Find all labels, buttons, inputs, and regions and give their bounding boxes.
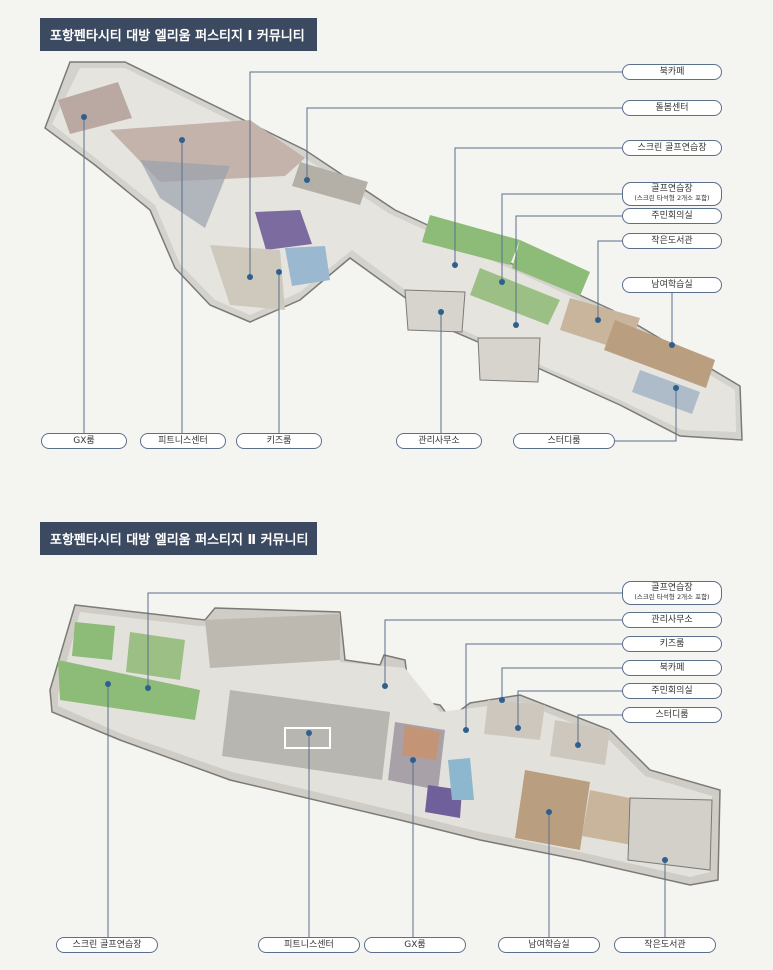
label-1-study-hall: 남여학습실 [622, 277, 722, 293]
location-markers-2 [105, 681, 668, 863]
label-1-fitness-center: 피트니스센터 [140, 433, 226, 449]
label-2-kids-room: 키즈룸 [622, 636, 722, 652]
label-1-residents-meeting: 주민회의실 [622, 208, 722, 224]
community-2-title: 포항펜타시티 대방 엘리움 퍼스티지 Ⅱ 커뮤니티 [40, 522, 317, 555]
location-markers-1 [81, 114, 679, 391]
label-1-golf-practice-title: 골프연습장 [651, 184, 693, 194]
label-2-screen-golf: 스크린 골프연습장 [56, 937, 158, 953]
community-1-title: 포항펜타시티 대방 엘리움 퍼스티지 Ⅰ 커뮤니티 [40, 18, 317, 51]
label-1-golf-practice: 골프연습장 (스크린 타석형 2개소 포함) [622, 182, 722, 206]
floorplan-1-building [44, 61, 743, 441]
label-1-golf-practice-note: (스크린 타석형 2개소 포함) [634, 194, 710, 202]
leader-lines-1 [83, 71, 677, 442]
label-1-kids-room: 키즈룸 [236, 433, 322, 449]
label-2-gx-room: GX룸 [364, 937, 466, 953]
label-1-study-room: 스터디룸 [513, 433, 615, 449]
label-1-gx-room: GX룸 [41, 433, 127, 449]
label-2-golf-practice: 골프연습장 (스크린 타석형 2개소 포함) [622, 581, 722, 605]
label-2-fitness-center: 피트니스센터 [258, 937, 360, 953]
label-2-residents-meeting: 주민회의실 [622, 683, 722, 699]
label-1-screen-golf: 스크린 골프연습장 [622, 140, 722, 156]
community-1-floorplan [44, 61, 743, 442]
label-1-book-cafe: 북카페 [622, 64, 722, 80]
label-1-management-office: 관리사무소 [396, 433, 482, 449]
label-2-study-hall: 남여학습실 [498, 937, 600, 953]
label-2-book-cafe: 북카페 [622, 660, 722, 676]
label-2-golf-practice-title: 골프연습장 [651, 583, 693, 593]
label-1-small-library: 작은도서관 [622, 233, 722, 249]
label-2-study-room: 스터디룸 [622, 707, 722, 723]
leader-lines-2 [107, 592, 666, 937]
label-2-golf-practice-note: (스크린 타석형 2개소 포함) [634, 593, 710, 601]
label-2-management-office: 관리사무소 [622, 612, 722, 628]
label-1-care-center: 돌봄센터 [622, 100, 722, 116]
label-2-small-library: 작은도서관 [614, 937, 716, 953]
